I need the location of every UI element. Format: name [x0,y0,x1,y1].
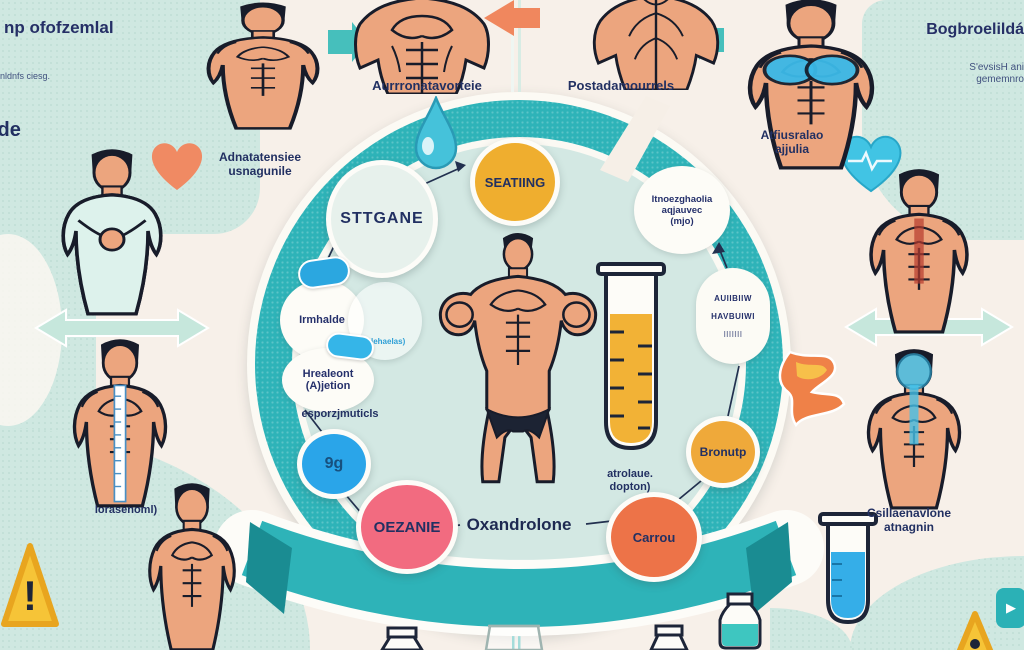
man-blue-head-figure [866,347,962,510]
blue-head-figure-label: Csillaenavlone atnagnin [866,506,952,535]
blob-ghost-label: (Nehaelas) [364,337,406,346]
vial-icon [718,592,762,650]
heart-orange-icon [151,143,203,190]
man-measuring-tape-figure [72,337,168,508]
header-left-subtitle: nldnfs ciesg. [0,71,51,81]
beaker-icon [484,624,544,650]
orange-arrow-left-icon [484,0,540,36]
muscular-man-top-left-figure [196,0,330,130]
capsule-icon: AUIIBIIW HAVBUIWI IIIIIII [696,268,770,364]
step-dose-label: 9g [324,455,344,472]
warning-triangle-icon: ! [1,543,59,627]
water-drop-icon [414,96,458,170]
play-button[interactable]: ▶ [996,588,1024,628]
blob-injection-line2: (A)jetion [305,380,351,392]
man-clasped-hands-figure [61,147,163,316]
blob-right-line3: (mjo) [670,215,694,227]
step-sezane-label: OEZANIE [373,518,441,536]
step-seating-label: SEATIING [484,174,546,190]
play-icon: ▶ [1006,600,1016,615]
blob-right-line1: Itnoezghaolia [651,193,713,205]
blob-right: Itnoezghaolia aqjauvec (mjo) [634,166,730,254]
step-carrou-label: Carrou [632,529,676,545]
warning-exclamation: ! [23,572,37,619]
step-circle-bronutp: Bronutp [686,416,760,488]
step-circle-carrou: Carrou [606,492,702,582]
blob-inhale-label: Irmhalde [299,314,345,326]
blue-chest-figure-label: Atfiusralao ajjulia [760,128,824,157]
header-left-side-label: lde [0,119,21,141]
torso-back-figure [592,0,720,90]
capsule-text-2: HAVBUIWI [711,311,755,321]
warning-triangle-partial-icon [956,611,994,650]
capsule-text-3: IIIIIII [723,329,743,339]
cycle-footnote-label: esporzjmuticls [301,408,379,420]
test-tube-blue-icon [818,512,878,625]
top-divider-line [511,0,514,92]
step-circle-seating: SEATIING [470,138,560,226]
center-compound-label: Oxandrolone [466,515,572,534]
capsule-text-1: AUIIBIIW [714,293,752,303]
tube-label: atrolaue. dopton) [607,468,653,494]
blob-injection-line1: Hrealeont [302,368,354,380]
anterior-muscles-label: Aurrronatavorteie [372,78,482,93]
top-right-panel [862,0,1024,240]
step-bronutp-label: Bronutp [699,445,747,459]
bottle-partial-icon [649,624,689,650]
heart-side-label: Adnatatensiee usnagunile [218,150,302,179]
top-left-panel [0,0,260,234]
man-blue-chest-figure [736,0,886,170]
step-circle-dose: 9g [297,429,371,499]
test-tube-yellow-icon [596,262,666,451]
man-red-sternum-figure [869,167,969,334]
header-right-title: Bogbroelildá [926,21,1024,38]
header-left-title: np ofofzemlal [4,18,114,37]
posterior-muscles-label: Postadamourrels [567,78,675,93]
bodybuilder-center-figure [438,233,598,484]
step-circle-sezane: OEZANIE [356,480,458,574]
step-circle-stgane: STTGANE [326,160,438,278]
header-right-subtitle: S'evsisH ani gememnro [969,62,1024,85]
bottle-partial-icon [380,626,424,650]
tape-figure-label: Iorasenoml) [94,504,158,516]
blob-right-line2: aqjauvec [661,204,703,216]
step-stgane-label: STTGANE [340,210,424,227]
